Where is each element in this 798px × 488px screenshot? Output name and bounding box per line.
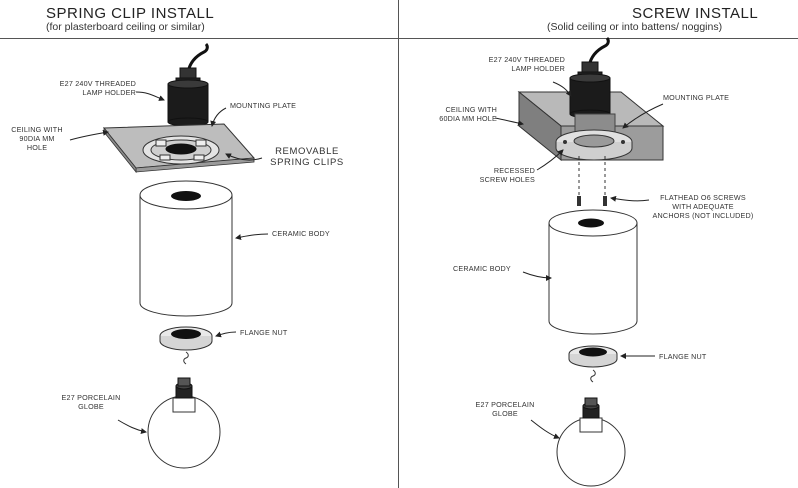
porcelain-globe — [556, 397, 626, 487]
spring-clip-diagram — [69, 42, 269, 469]
screw-install-panel: SCREW INSTALL (Solid ceiling or into bat… — [399, 0, 798, 488]
arrow-removable-clips — [225, 153, 263, 161]
label-flathead-screws: FLATHEAD O6 SCREWS WITH ADEQUATE ANCHORS… — [652, 193, 754, 220]
panel-divider-vertical — [398, 0, 399, 488]
arrow-globe — [530, 419, 560, 439]
arrow-screws — [610, 195, 650, 202]
label-ceramic-body: CERAMIC BODY — [272, 229, 330, 238]
ceramic-body — [548, 209, 638, 335]
label-ceramic-body: CERAMIC BODY — [453, 264, 511, 273]
mounting-plate — [102, 123, 256, 174]
lamp-holder — [167, 67, 209, 127]
label-mounting-plate: MOUNTING PLATE — [230, 101, 297, 110]
lamp-holder-cable — [587, 36, 610, 67]
spring-clip-title: SPRING CLIP INSTALL — [46, 5, 215, 22]
lamp-holder — [569, 61, 611, 119]
screw-install-title: SCREW INSTALL — [632, 5, 759, 22]
arrow-ceiling — [494, 117, 524, 126]
label-porcelain-globe: E27 PORCELAIN GLOBE — [61, 393, 121, 411]
arrow-lamp-holder — [135, 91, 165, 101]
header-divider-horizontal — [0, 38, 798, 39]
label-ceiling: CEILING WITH 90DIA mm HOLE — [11, 125, 63, 152]
flange-nut — [568, 345, 618, 368]
arrow-globe — [117, 419, 147, 434]
label-porcelain-globe: E27 PORCELAIN GLOBE — [475, 400, 535, 418]
flathead-screws — [577, 156, 607, 206]
spring-clip-subtitle: (for plasterboard ceiling or similar) — [46, 21, 205, 33]
mounting-plate — [555, 129, 633, 161]
arrow-ceiling — [69, 129, 109, 141]
arrow-ceramic-body — [522, 271, 552, 281]
label-removable-spring-clips: REMOVABLE SPRING CLIPS — [270, 146, 344, 168]
flange-nut — [159, 326, 213, 351]
label-flange-nut: FLANGE NUT — [240, 328, 288, 337]
arrow-mounting-plate — [210, 107, 227, 127]
screw-install-diagram — [494, 36, 665, 487]
porcelain-globe — [147, 377, 221, 469]
lamp-holder-cable — [186, 42, 209, 73]
arrow-flange-nut — [215, 331, 237, 338]
label-lamp-holder: E27 240V THREADED LAMP HOLDER — [59, 79, 136, 97]
arrow-mounting-plate — [622, 103, 664, 129]
screw-install-subtitle: (Solid ceiling or into battens/ noggins) — [547, 21, 723, 33]
arrow-recessed-holes — [536, 149, 564, 171]
label-lamp-holder: E27 240V THREADED LAMP HOLDER — [488, 55, 565, 73]
label-recessed-screw-holes: RECESSED SCREW HOLES — [479, 166, 535, 184]
arrow-ceramic-body — [235, 233, 269, 240]
ceramic-body — [139, 180, 233, 317]
label-mounting-plate: MOUNTING PLATE — [663, 93, 730, 102]
arrow-lamp-holder — [552, 81, 572, 97]
label-flange-nut: FLANGE NUT — [659, 352, 707, 361]
label-ceiling: CEILING WITH 60DIA mm HOLE — [439, 105, 497, 123]
spring-clip-install-panel: SPRING CLIP INSTALL (for plasterboard ce… — [0, 0, 398, 488]
